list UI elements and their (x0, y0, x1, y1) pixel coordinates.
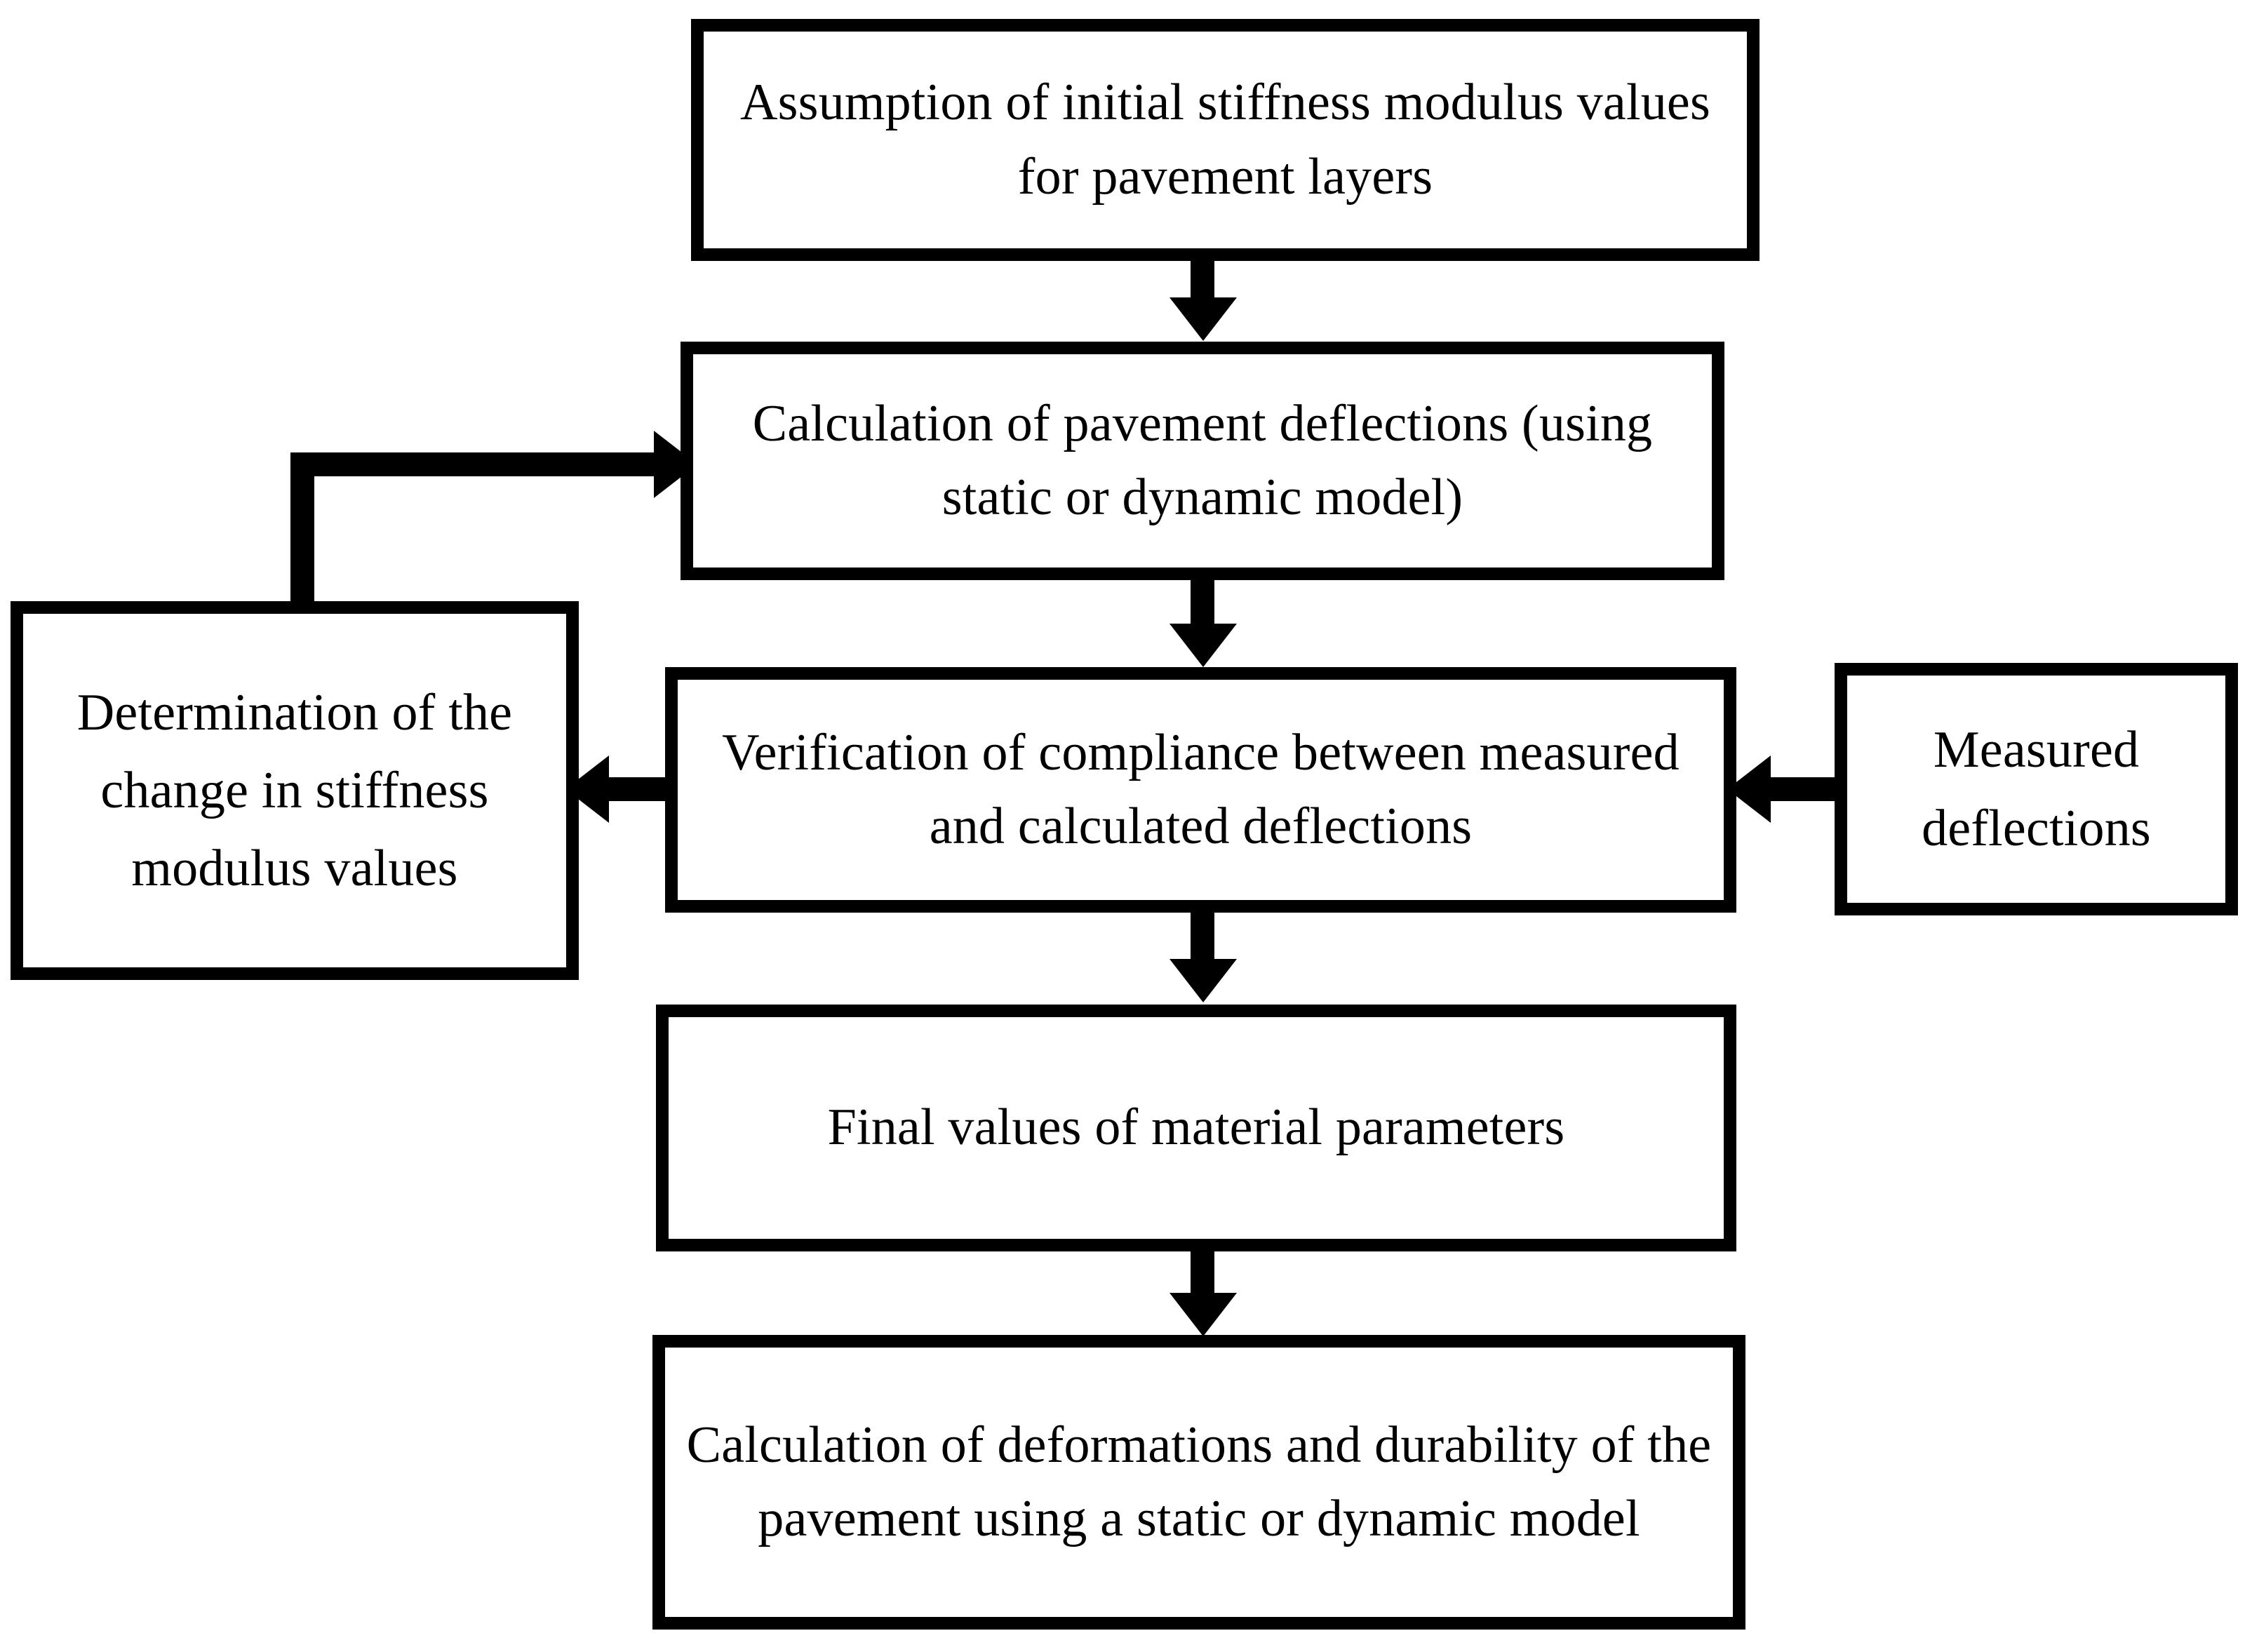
connector-feedback-loop-vertical (290, 452, 314, 607)
node-determination-of-change-in-stiffness-modulus: Determination of the change in stiffness… (11, 601, 579, 980)
node-measured-deflections: Measured deflections (1835, 663, 2238, 915)
node-verification-of-compliance: Verification of compliance between measu… (665, 667, 1736, 913)
node-deformation-label: Calculation of deformations and durabili… (686, 1416, 1712, 1547)
connector-feedback-loop-horizontal (290, 452, 685, 476)
connector-verification-to-determination-line (608, 777, 672, 801)
node-calculation-label: Calculation of pavement deflections (usi… (752, 394, 1653, 526)
node-calculation-of-pavement-deflections: Calculation of pavement deflections (usi… (681, 342, 1724, 580)
connector-calculation-to-verification-line (1191, 580, 1214, 626)
node-determination-label: Determination of the change in stiffness… (76, 683, 513, 897)
node-final-values-of-material-parameters: Final values of material parameters (656, 1005, 1736, 1251)
arrow-down-icon-verification-to-final (1169, 959, 1237, 1002)
connector-assumption-to-calculation-line (1191, 261, 1214, 303)
connector-measured-to-verification-line (1769, 777, 1844, 801)
arrow-down-icon-final-to-deformation (1169, 1293, 1237, 1336)
node-verification-label: Verification of compliance between measu… (722, 723, 1680, 855)
node-assumption-label: Assumption of initial stiffness modulus … (740, 74, 1710, 206)
connector-final-to-deformation-line (1191, 1251, 1214, 1295)
connector-verification-to-final-line (1191, 913, 1214, 960)
node-measured-label: Measured deflections (1922, 720, 2151, 857)
node-assumption-of-initial-stiffness-modulus: Assumption of initial stiffness modulus … (691, 19, 1760, 261)
node-calculation-of-deformations-and-durability: Calculation of deformations and durabili… (652, 1335, 1745, 1630)
arrow-down-icon-calculation-to-verification (1169, 624, 1237, 667)
node-final-label: Final values of material parameters (827, 1099, 1565, 1157)
arrow-down-icon-assumption-to-calculation (1169, 297, 1237, 341)
